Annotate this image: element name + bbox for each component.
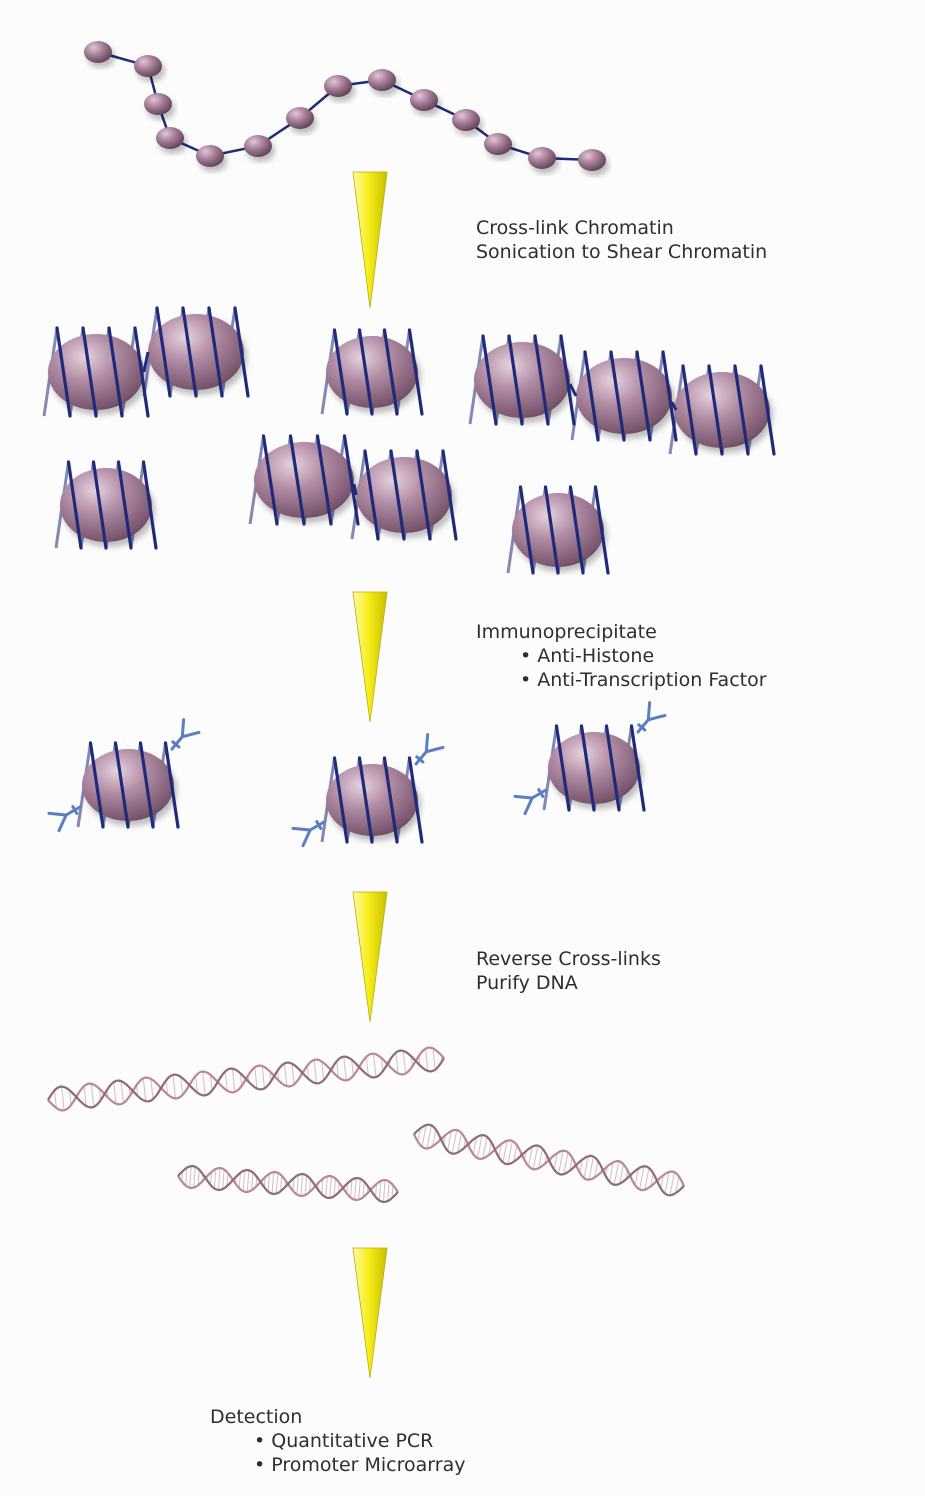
immunoprecipitated-complexes [49, 703, 665, 846]
nucleosome-bead-icon [324, 75, 352, 97]
histone-nucleosome-icon [322, 330, 422, 414]
dna-double-helix-icon [178, 1166, 398, 1202]
nucleosome-bead-icon [156, 127, 184, 149]
histone-nucleosome-icon [670, 366, 774, 454]
step-detection-title: Detection [210, 1405, 465, 1429]
chromatin-bead-chain [84, 41, 606, 171]
step-reverse-crosslinks-label: Reverse Cross-links Purify DNA [476, 947, 661, 995]
step-reverse-crosslinks-line-2: Purify DNA [476, 971, 661, 995]
down-arrow-icon [353, 1248, 387, 1378]
step-reverse-crosslinks-line-1: Reverse Cross-links [476, 947, 661, 971]
step-crosslink-label: Cross-link Chromatin Sonication to Shear… [476, 216, 767, 264]
nucleosome-bead-icon [134, 55, 162, 77]
antibody-icon [630, 703, 665, 739]
nucleosome-bead-icon [368, 69, 396, 91]
purified-dna-fragments [48, 1048, 684, 1202]
step-immunoprecipitate-bullet-1: • Anti-Histone [476, 644, 767, 668]
down-arrow-icon [353, 892, 387, 1022]
down-arrow-icon [353, 172, 387, 308]
histone-nucleosome-icon [44, 328, 148, 416]
nucleosome-bead-icon [144, 93, 172, 115]
nucleosome-bead-icon [578, 149, 606, 171]
nucleosome-bead-icon [286, 107, 314, 129]
histone-nucleosome-icon [56, 462, 156, 548]
sheared-chromatin-fragments [44, 308, 774, 573]
step-immunoprecipitate-title: Immunoprecipitate [476, 620, 767, 644]
immunoprecipitated-nucleosome-icon [544, 726, 644, 810]
step-detection-bullet-2: • Promoter Microarray [210, 1453, 465, 1477]
down-arrow-icon [353, 592, 387, 722]
nucleosome-bead-icon [244, 135, 272, 157]
histone-nucleosome-icon [250, 436, 358, 524]
nucleosome-bead-icon [410, 89, 438, 111]
immunoprecipitated-nucleosome-icon [78, 743, 178, 827]
step-crosslink-line-1: Cross-link Chromatin [476, 216, 767, 240]
nucleosome-bead-icon [84, 41, 112, 63]
nucleosome-bead-icon [484, 133, 512, 155]
histone-nucleosome-icon [144, 308, 248, 396]
nucleosome-bead-icon [452, 109, 480, 131]
histone-nucleosome-icon [508, 487, 608, 573]
dna-double-helix-icon [414, 1125, 684, 1196]
step-crosslink-line-2: Sonication to Shear Chromatin [476, 240, 767, 264]
histone-nucleosome-icon [470, 336, 574, 424]
nucleosome-bead-icon [196, 145, 224, 167]
step-detection-label: Detection • Quantitative PCR • Promoter … [210, 1405, 465, 1477]
antibody-icon [408, 735, 443, 771]
histone-nucleosome-icon [352, 451, 456, 539]
immunoprecipitated-nucleosome-icon [322, 758, 422, 842]
histone-nucleosome-icon [572, 352, 676, 440]
nucleosome-bead-icon [528, 147, 556, 169]
step-immunoprecipitate-label: Immunoprecipitate • Anti-Histone • Anti-… [476, 620, 767, 692]
step-detection-bullet-1: • Quantitative PCR [210, 1429, 465, 1453]
step-immunoprecipitate-bullet-2: • Anti-Transcription Factor [476, 668, 767, 692]
antibody-icon [164, 720, 199, 756]
dna-double-helix-icon [48, 1048, 444, 1111]
